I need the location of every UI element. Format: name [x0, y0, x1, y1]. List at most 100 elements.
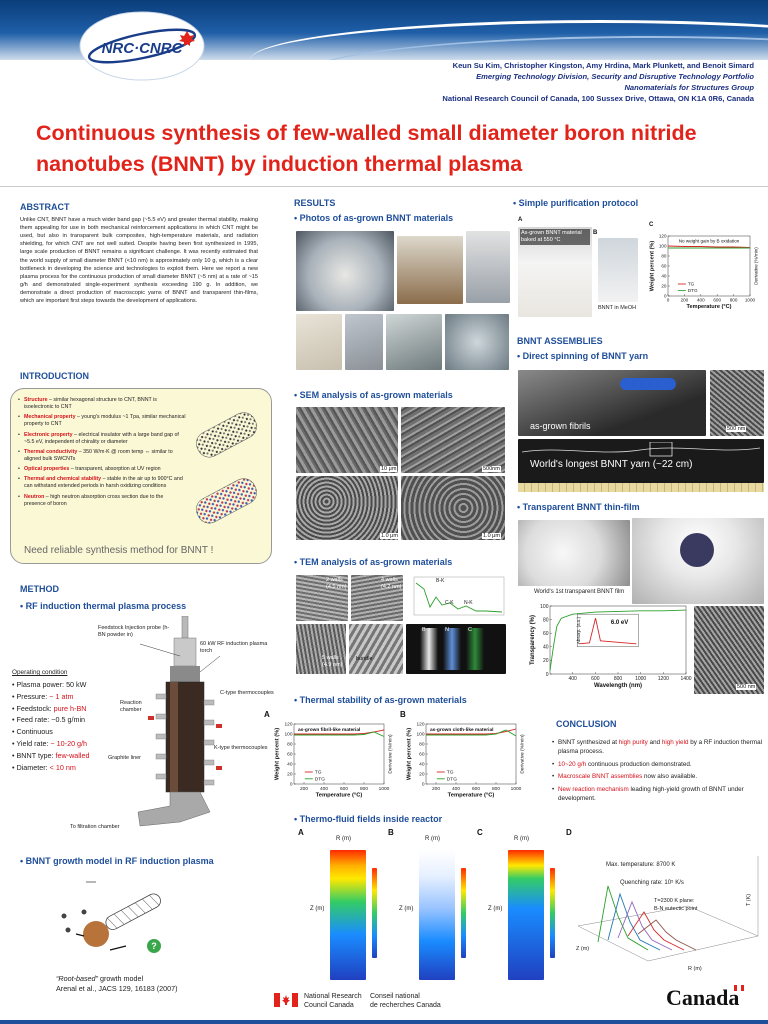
author-block: Keun Su Kim, Christopher Kingston, Amy H… [374, 60, 754, 104]
nrc-logo: NRC·CNRC [79, 11, 205, 81]
abstract-heading: ABSTRACT [20, 202, 70, 212]
y-axis-label: Weight percent (%) [649, 241, 655, 292]
tem-label-2walls: 2 walls (4.5 nm) [326, 577, 347, 590]
x-tick-label: 800 [730, 298, 738, 303]
x-tick-label: 400 [568, 676, 577, 682]
y-tick-label: 120 [659, 234, 667, 239]
results-heading: RESULTS [294, 198, 336, 208]
photo-bnnt-film [518, 520, 630, 586]
photos-heading: • Photos of as-grown BNNT materials [294, 213, 454, 223]
series-line-transparency [549, 609, 687, 671]
x-tick-label: 1400 [680, 676, 691, 682]
yarn-strand [521, 442, 761, 457]
conclusion-item: BNNT synthesized at high purity and high… [552, 738, 762, 757]
chart-title: as-grown cloth-like material [430, 727, 493, 733]
x-axis-label: Wavelength (nm) [594, 683, 642, 689]
pen-shape [620, 378, 676, 390]
operating-item: Continuous [12, 726, 122, 738]
label-ktype: K-type thermocouples [214, 745, 268, 751]
inset-absorption-line [579, 618, 637, 645]
tem-image-2 [351, 575, 403, 621]
x-tick-label: 1000 [511, 786, 522, 792]
intro-item: Structure – similar hexagonal structure … [18, 397, 186, 411]
fluid-panel-b-label: B [388, 828, 394, 837]
x-tick-label: 600 [472, 786, 480, 792]
label-ctype: C-type thermocouples [220, 690, 274, 696]
photo-tweezers [345, 314, 383, 370]
wordmark-flag-icon [734, 985, 744, 991]
y-tick-label: 0 [546, 672, 549, 678]
conclusion-item: 10~20 g/h continuous production demonstr… [552, 760, 762, 770]
canada-wordmark: Canada [666, 985, 740, 1010]
yarn-sem-scale: 500 nm [726, 426, 747, 432]
y-tick-label: 80 [543, 617, 549, 623]
intro-item: Optical properties – transparent, absorp… [18, 466, 186, 473]
label-reaction-chamber: Reaction chamber [120, 700, 142, 714]
x-tick-label: 1000 [745, 298, 756, 303]
sem-scale-2: 500nm [482, 466, 501, 472]
inset-plot [577, 613, 639, 647]
legend-label: TG [315, 770, 322, 776]
fluid-field-a: R (m) Z (m) [306, 836, 386, 988]
x-tick-label: 600 [591, 676, 600, 682]
label-filtration: To filtration chamber [70, 824, 120, 830]
author-group: Nanomaterials for Structures Group [624, 83, 754, 92]
y-tick-label: 60 [419, 752, 425, 758]
conclusion-heading: CONCLUSION [556, 719, 617, 729]
sem-scale-4: 1.0 μm [482, 533, 501, 539]
photo-cloth-material [466, 231, 510, 303]
plot-area [667, 235, 751, 297]
author-names: Keun Su Kim, Christopher Kingston, Amy H… [452, 61, 754, 70]
eels-label-nk: N-K [464, 600, 473, 606]
x-tick-label: 800 [360, 786, 368, 792]
series-line-dtg [294, 731, 385, 737]
fluid-field-c: R (m) Z (m) [484, 836, 564, 988]
intro-item: Thermal conductivity – 350 W/m·K @ room … [18, 449, 186, 463]
y-axis-label: Weight percent (%) [407, 728, 413, 780]
y-tick-label: 40 [661, 274, 667, 279]
purification-panel-c-label: C [649, 222, 654, 228]
yarn-fibrils-label: as-grown fibrils [530, 421, 591, 431]
sem-scale-1: 10 μm [380, 466, 398, 472]
y-tick-label: 0 [664, 294, 667, 299]
legend-label: TG [688, 282, 695, 287]
operating-item: BNNT type: few-walled [12, 750, 122, 762]
growth-heading: • BNNT growth model in RF induction plas… [20, 856, 214, 866]
legend-label: DTG [315, 776, 325, 782]
purification-heading: • Simple purification protocol [513, 198, 639, 208]
operating-item: Diameter: < 10 nm [12, 762, 122, 774]
yarn-heading: • Direct spinning of BNNT yarn [517, 351, 649, 361]
sem-image-2 [401, 407, 505, 473]
inset-y-label: Absorp. (a.u.) [576, 616, 581, 644]
film-logo-disc [680, 533, 714, 567]
series-line-tg [426, 728, 517, 735]
inset-peak-label: 6.0 eV [611, 620, 628, 626]
nanotube-illustration [196, 412, 257, 524]
sem-yarn [710, 370, 764, 436]
sem-film [694, 606, 764, 694]
y-tick-label: 40 [287, 762, 293, 768]
assemblies-heading: BNNT ASSEMBLIES [517, 336, 603, 346]
y-tick-label: 120 [416, 722, 424, 728]
tem-heading: • TEM analysis of as-grown materials [294, 557, 453, 567]
x-tick-label: 200 [681, 298, 689, 303]
fluid-panel-d-label: D [566, 828, 572, 837]
eels-map-b [420, 628, 438, 670]
logo-text: NRC·CNRC [102, 40, 184, 57]
growth-model-diagram: ? [61, 881, 161, 953]
photo-glove [386, 314, 442, 370]
fluid-heading: • Thermo-fluid fields inside reactor [294, 814, 443, 824]
x-tick-label: 1000 [379, 786, 390, 792]
plot-area [425, 723, 517, 785]
x-tick-label: 400 [320, 786, 328, 792]
y-tick-label: 100 [284, 732, 292, 738]
label-feedstock: Feedstock Injection probe (h-BN powder i… [98, 625, 170, 639]
x-tick-label: 800 [492, 786, 500, 792]
header-divider [0, 186, 768, 187]
y-tick-label: 20 [543, 658, 549, 664]
introduction-heading: INTRODUCTION [20, 371, 89, 381]
eels-label-bk: B-K [436, 578, 445, 584]
y-tick-label: 0 [422, 782, 425, 788]
eels-map-label-c: C [468, 627, 472, 633]
